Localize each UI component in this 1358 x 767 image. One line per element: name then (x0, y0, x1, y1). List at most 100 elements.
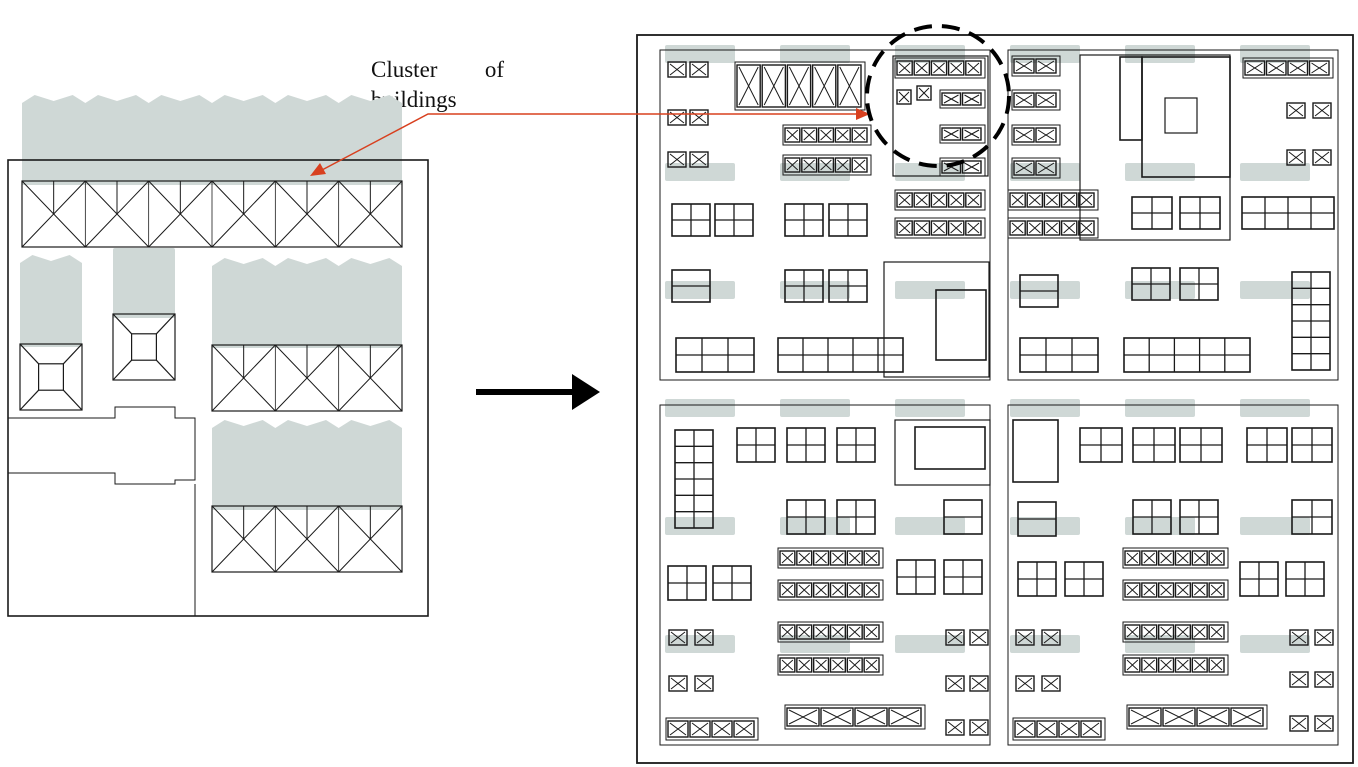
roof-ridge (211, 344, 276, 412)
house-outline (1191, 582, 1208, 598)
roof-lines (1193, 626, 1206, 638)
plaza-frame (894, 419, 991, 486)
roof-hip (62, 343, 83, 365)
small-house (916, 85, 932, 101)
row-unit (896, 192, 913, 208)
roof-lines (971, 721, 987, 734)
roof-lines (1046, 222, 1058, 234)
row-unit (812, 582, 830, 598)
roof-lines (1232, 709, 1262, 725)
house-outline (1157, 582, 1175, 598)
tall-building (1119, 56, 1143, 141)
house-outline (947, 192, 965, 208)
house-outline (1174, 582, 1192, 598)
house-outline (1157, 624, 1175, 640)
row-frame (939, 157, 986, 177)
roof-lines (798, 584, 811, 596)
grid-building (896, 559, 936, 595)
shadow (1240, 635, 1310, 653)
house-row (1122, 654, 1229, 676)
row-unit (786, 707, 820, 727)
row-unit (1141, 550, 1158, 566)
roof-lines (1316, 673, 1332, 686)
single-cluster-plan (7, 159, 429, 617)
house-row (1122, 547, 1229, 569)
row-unit (1157, 550, 1175, 566)
house-outline (1078, 192, 1095, 208)
grid-building (1291, 427, 1333, 463)
shadow (1125, 399, 1195, 417)
roof-lines (803, 159, 815, 171)
grid-building (667, 565, 707, 601)
row-unit (947, 60, 965, 76)
roof-lines (822, 709, 852, 725)
house-row (1011, 55, 1061, 77)
shadow (780, 399, 850, 417)
triple-roof-building (211, 344, 403, 412)
small-house (945, 719, 965, 736)
house-outline (812, 657, 830, 673)
roof-lines (971, 677, 987, 690)
house-outline (834, 157, 851, 173)
grid-building (828, 203, 868, 237)
building-outline (112, 313, 176, 381)
roof-lines (853, 159, 866, 171)
roof-lines (788, 709, 818, 725)
urban-layout-plan (636, 34, 1354, 764)
house-outline (820, 707, 854, 727)
roof-lines (1015, 94, 1033, 106)
house-outline (1314, 715, 1334, 732)
house-outline (1026, 220, 1044, 236)
grid-building (1246, 427, 1288, 463)
small-house (689, 61, 709, 78)
row-unit (1191, 657, 1208, 673)
row-unit (812, 657, 830, 673)
roof-lines (803, 129, 815, 141)
roof-lines (1143, 552, 1156, 564)
small-house (689, 109, 709, 126)
house-outline (1314, 629, 1334, 646)
roof-lines (1246, 62, 1263, 74)
house-outline (941, 160, 962, 174)
roof-lines (1316, 631, 1332, 644)
row-unit (1174, 657, 1192, 673)
house-row (894, 57, 986, 79)
grid-building (828, 269, 868, 303)
house-outline (913, 60, 931, 76)
row-unit (1208, 582, 1225, 598)
roof-top (37, 363, 64, 391)
grid-building (1123, 337, 1251, 373)
row-unit (888, 707, 922, 727)
house-outline (1014, 720, 1036, 738)
roof-lines (1037, 60, 1055, 72)
small-house (1041, 629, 1061, 646)
house-outline (1174, 624, 1192, 640)
roof-lines (1210, 552, 1223, 564)
roof-lines (669, 722, 687, 736)
row-frame (939, 89, 986, 109)
roof-lines (1011, 194, 1024, 206)
roof-lines (670, 677, 686, 690)
row-unit (851, 127, 868, 143)
shadow (1010, 163, 1080, 181)
row-unit (1124, 550, 1141, 566)
shadow (665, 517, 735, 535)
roof-lines (781, 584, 794, 596)
grid-building (736, 427, 776, 463)
house-outline (667, 109, 687, 126)
house-outline (1314, 671, 1334, 688)
roof-lines (915, 222, 928, 234)
roof-lines (865, 659, 878, 671)
plaza-frame (883, 261, 990, 378)
row-unit (801, 127, 818, 143)
roof-ridge (274, 180, 340, 248)
row-frame (1122, 547, 1229, 569)
row-unit (779, 550, 796, 566)
grid-building (1179, 267, 1219, 301)
leader-arrow-head-left (310, 163, 326, 176)
roof-lines (1177, 584, 1189, 596)
house-outline (812, 550, 830, 566)
row-unit (1308, 60, 1330, 76)
block-frame (1007, 49, 1339, 381)
house-row (777, 579, 884, 601)
